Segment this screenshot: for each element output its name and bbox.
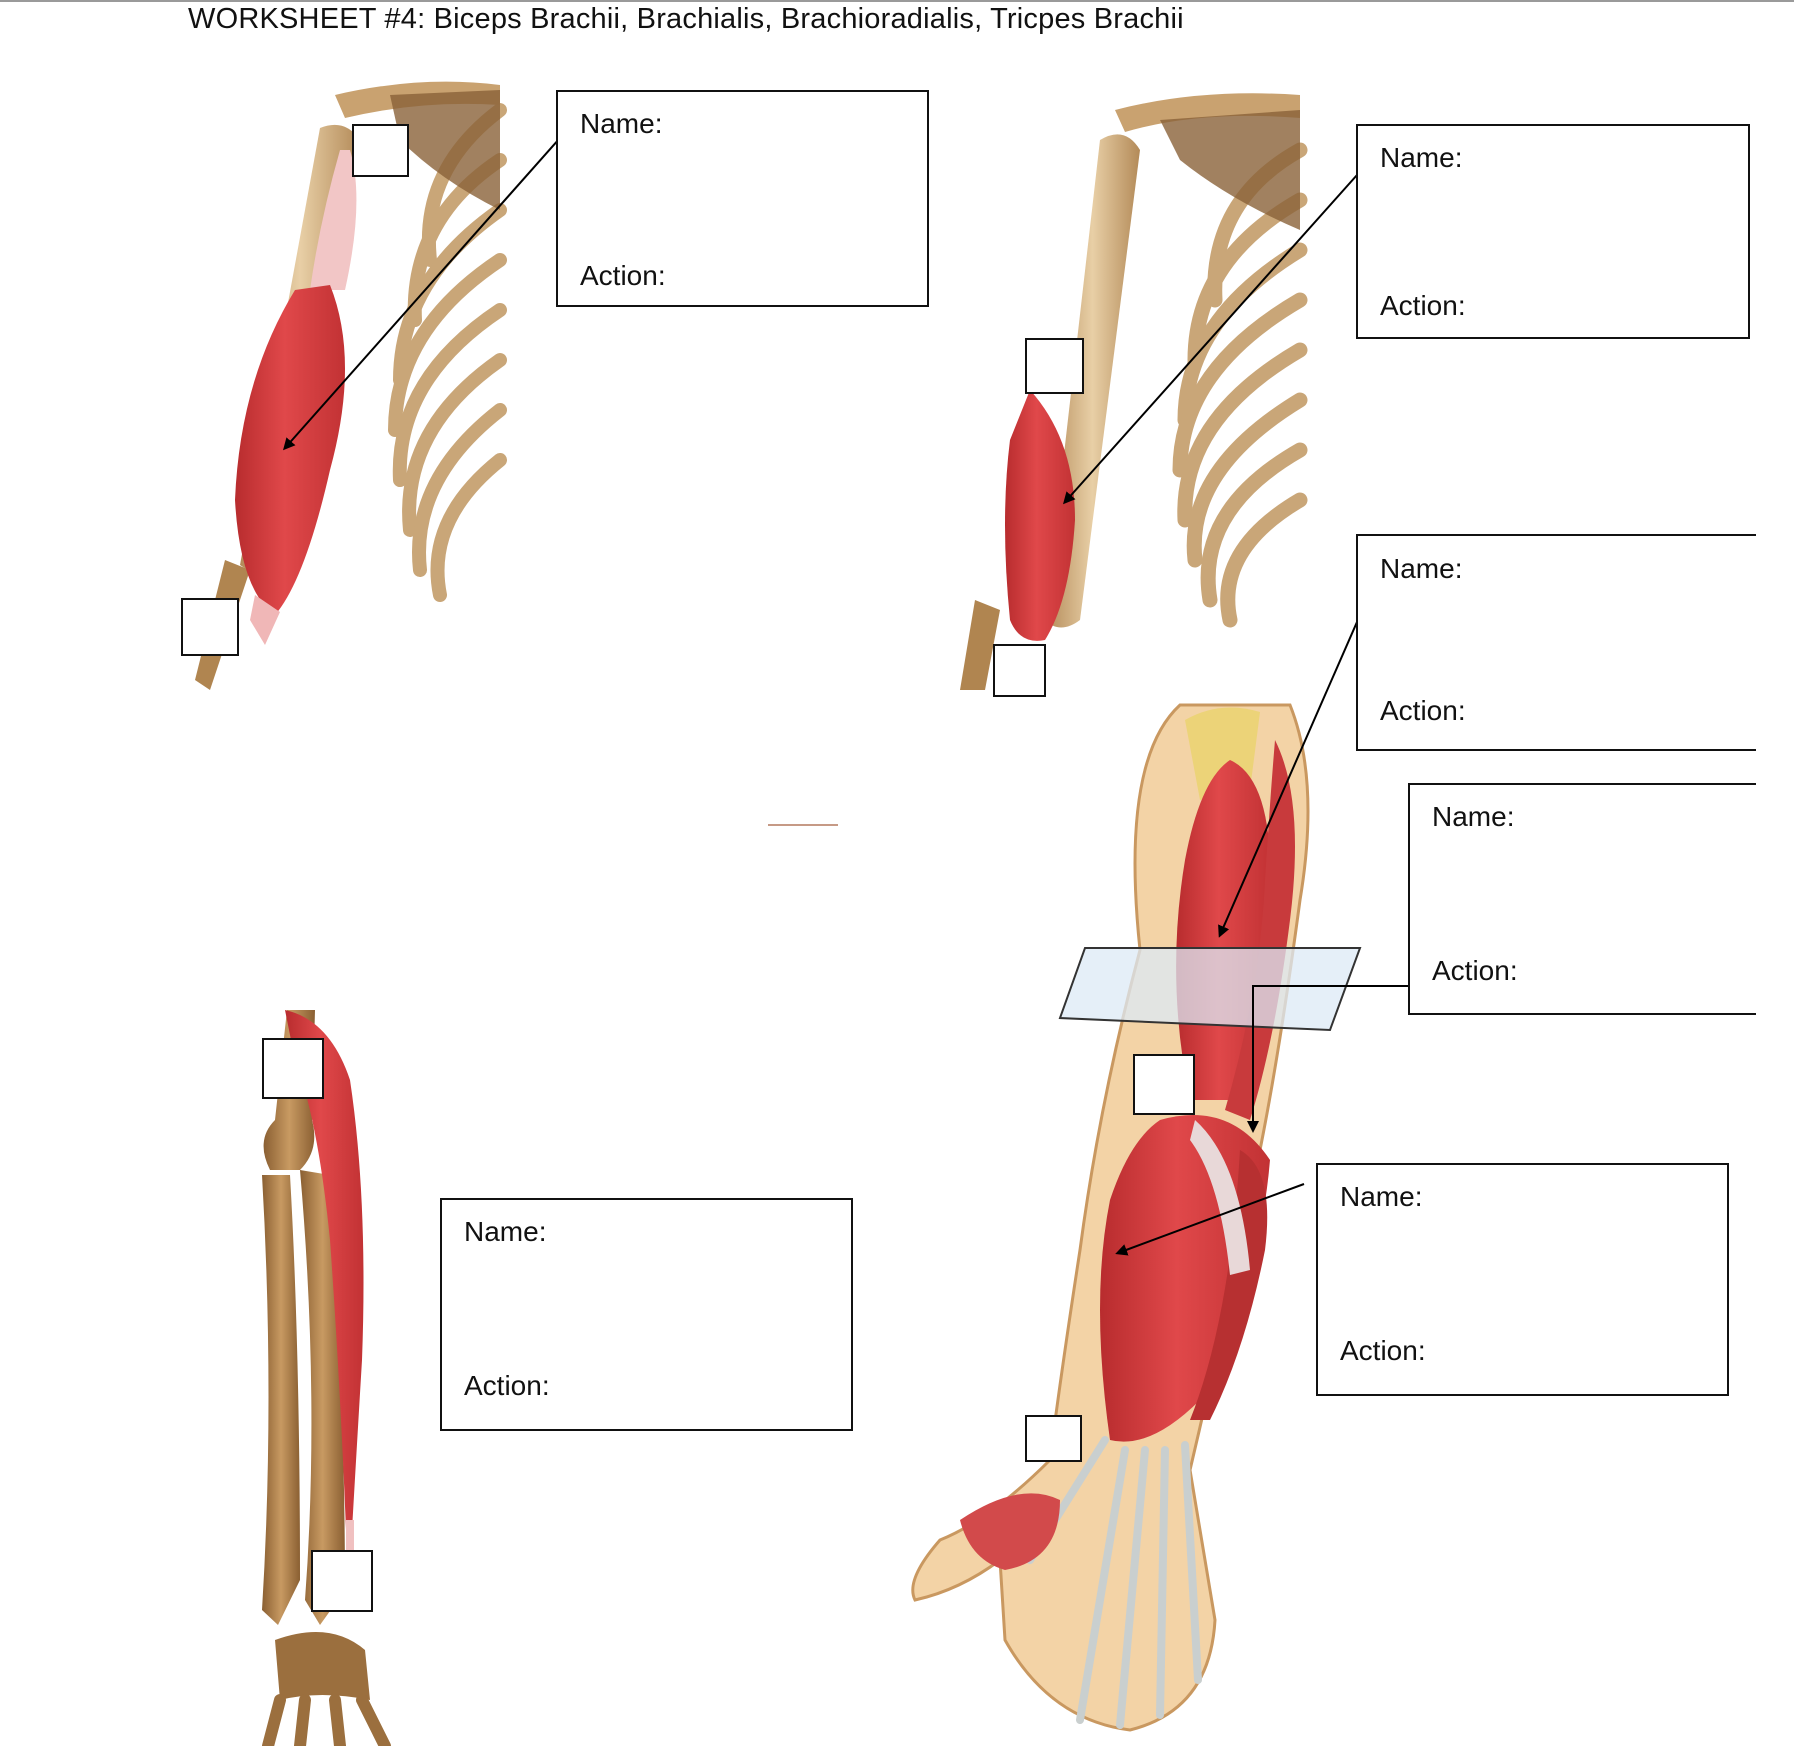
figure-brachialis: [960, 93, 1300, 690]
action-label: Action:: [1340, 1335, 1426, 1367]
action-label: Action:: [1432, 955, 1518, 987]
origin-answer-square[interactable]: [352, 124, 409, 177]
radius: [262, 1175, 300, 1625]
origin-answer-square[interactable]: [1025, 338, 1084, 394]
name-label: Name:: [464, 1216, 546, 1248]
name-label: Name:: [580, 108, 662, 140]
action-label: Action:: [464, 1370, 550, 1402]
insertion-answer-square[interactable]: [993, 644, 1046, 697]
insertion-answer-square[interactable]: [311, 1550, 373, 1612]
label-box-brachialis[interactable]: Name: Action:: [1356, 124, 1750, 339]
biceps-muscle: [235, 285, 345, 615]
name-label: Name:: [1432, 801, 1514, 833]
insertion-answer-square[interactable]: [181, 598, 239, 656]
label-box-biceps[interactable]: Name: Action:: [556, 90, 929, 307]
action-label: Action:: [1380, 290, 1466, 322]
origin-answer-square[interactable]: [262, 1038, 324, 1099]
label-box-upper-arm[interactable]: Name: Action:: [1356, 534, 1756, 751]
cross-section-plane: [1060, 948, 1360, 1030]
figure-triceps-arm: [913, 705, 1360, 1730]
hand-bones: [268, 1700, 385, 1746]
figure-biceps-brachii: [195, 82, 500, 690]
origin-answer-square[interactable]: [1133, 1054, 1195, 1115]
name-label: Name:: [1380, 142, 1462, 174]
action-label: Action:: [580, 260, 666, 292]
label-box-triceps[interactable]: Name: Action:: [1408, 783, 1756, 1015]
name-label: Name:: [1340, 1181, 1422, 1213]
wrist-carpals: [275, 1632, 370, 1700]
name-label: Name:: [1380, 553, 1462, 585]
action-label: Action:: [1380, 695, 1466, 727]
label-box-brachioradialis[interactable]: Name: Action:: [440, 1198, 853, 1431]
label-box-forearm[interactable]: Name: Action:: [1316, 1163, 1729, 1396]
figure-brachioradialis: [262, 1010, 385, 1746]
insertion-answer-square[interactable]: [1025, 1415, 1082, 1462]
